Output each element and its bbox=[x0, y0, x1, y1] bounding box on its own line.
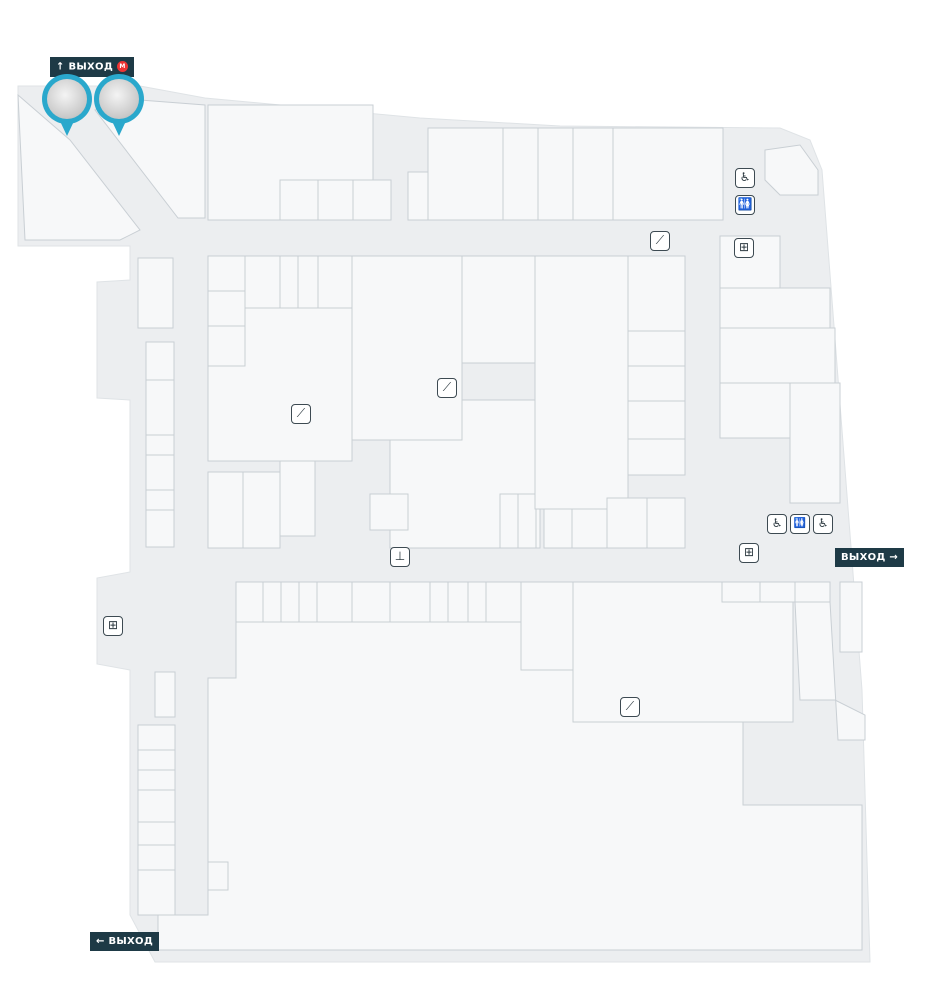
elevator-icon[interactable]: ⊞ bbox=[103, 616, 123, 636]
baby-room-icon[interactable]: ♿ bbox=[813, 514, 833, 534]
restroom-icon[interactable]: 🚻 bbox=[790, 514, 810, 534]
metro-icon: M bbox=[117, 61, 129, 72]
escalator-icon[interactable]: ⟋ bbox=[650, 231, 670, 251]
location-pin[interactable] bbox=[94, 74, 144, 138]
wheelchair-icon[interactable]: ♿ bbox=[735, 168, 755, 188]
escalator-icon[interactable]: ⟋ bbox=[437, 378, 457, 398]
escalator-icon[interactable]: ⟋ bbox=[291, 404, 311, 424]
exit-top-text: ↑ ВЫХОД bbox=[56, 61, 114, 73]
info-desk-icon[interactable]: ⊥ bbox=[390, 547, 410, 567]
elevator-icon[interactable]: ⊞ bbox=[739, 543, 759, 563]
shops bbox=[17, 93, 866, 951]
restroom-icon[interactable]: 🚻 bbox=[735, 195, 755, 215]
elevator-icon[interactable]: ⊞ bbox=[734, 238, 754, 258]
exit-left-label[interactable]: ← ВЫХОД bbox=[90, 932, 160, 951]
location-pin[interactable] bbox=[42, 74, 92, 138]
wheelchair-icon[interactable]: ♿ bbox=[767, 514, 787, 534]
escalator-icon[interactable]: ⟋ bbox=[620, 697, 640, 717]
exit-right-label[interactable]: ВЫХОД → bbox=[835, 548, 905, 567]
